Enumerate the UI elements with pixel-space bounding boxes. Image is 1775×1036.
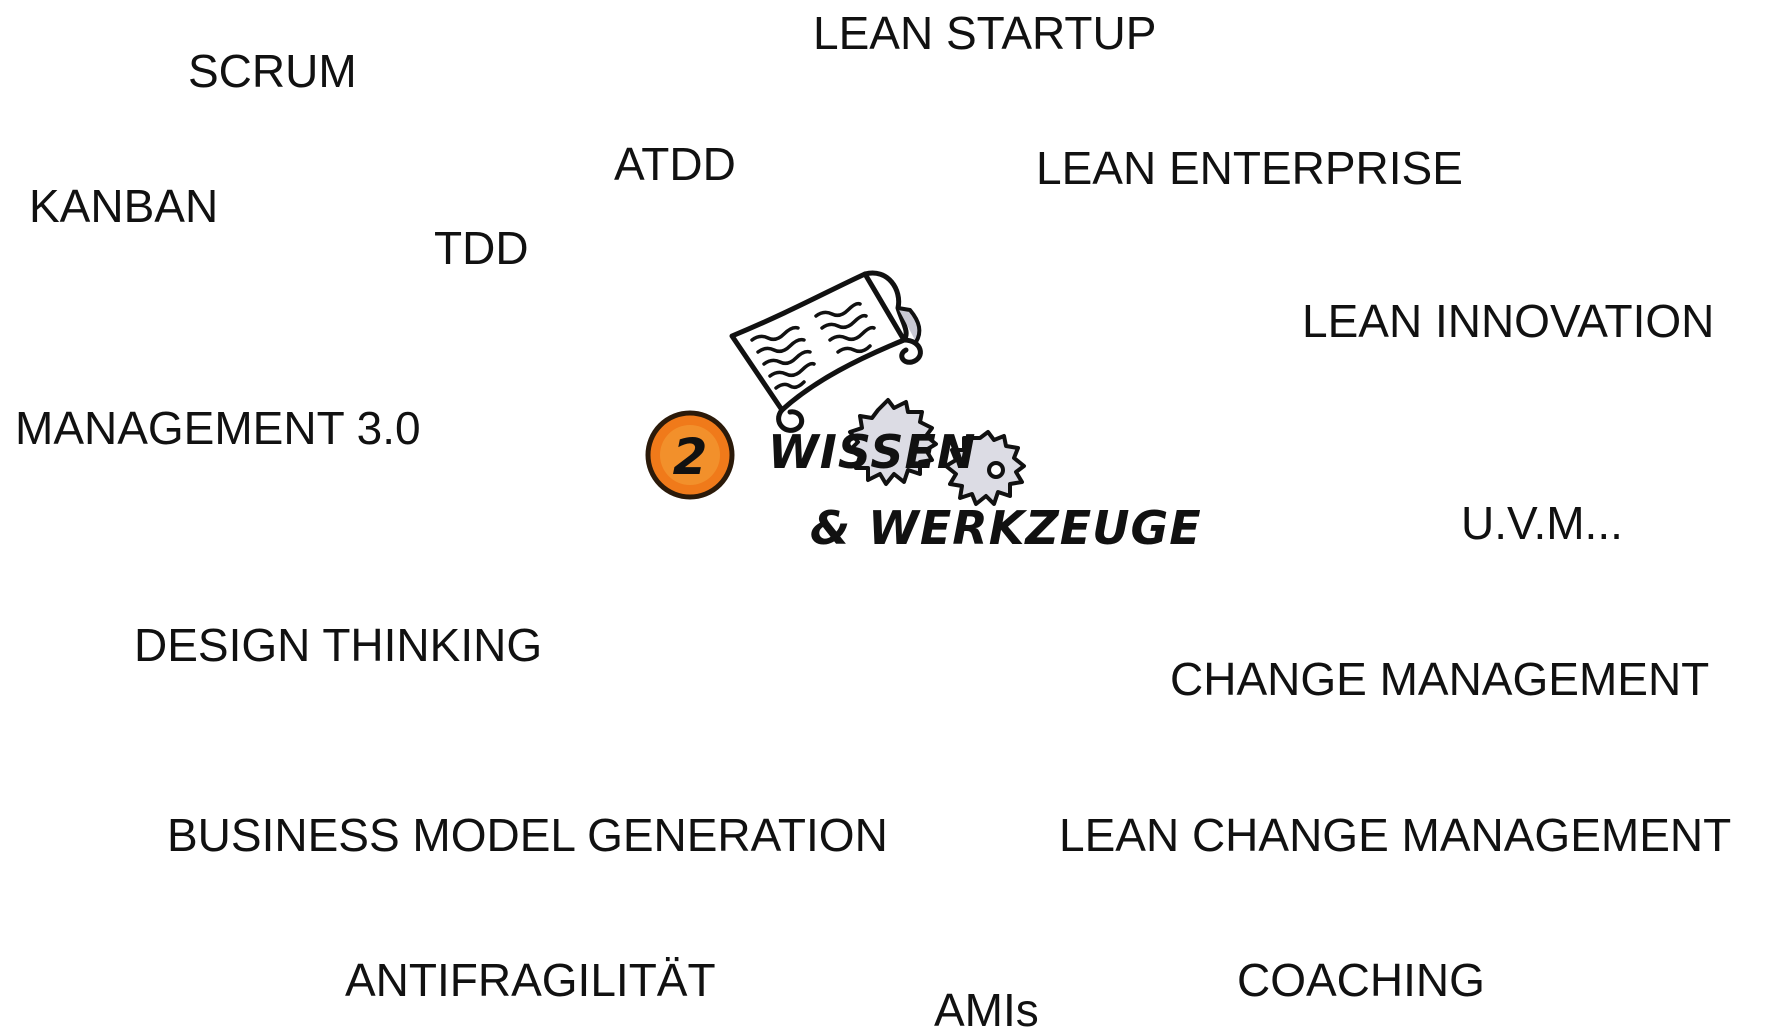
term-atdd: ATDD [614, 138, 736, 190]
term-coaching: COACHING [1237, 954, 1485, 1006]
term-change-management: CHANGE MANAGEMENT [1170, 653, 1710, 705]
term-lean-enterprise: LEAN ENTERPRISE [1036, 142, 1463, 194]
gears-icon [848, 398, 1026, 506]
term-lean-change-management: LEAN CHANGE MANAGEMENT [1059, 809, 1732, 861]
center-sketch: 2 WISSEN & WERKZEUGE [640, 260, 1200, 590]
badge-number: 2 [645, 410, 735, 500]
term-business-model-generation: BUSINESS MODEL GENERATION [167, 809, 888, 861]
center-title-line2: & WERKZEUGE [810, 501, 1200, 555]
term-amis: AMIs [934, 984, 1039, 1036]
term-kanban: KANBAN [29, 180, 219, 232]
term-lean-innovation: LEAN INNOVATION [1302, 295, 1715, 347]
badge-number-text: 2 [673, 428, 708, 486]
term-antifragilitat: ANTIFRAGILITÄT [345, 954, 716, 1006]
term-uvm: U.V.M... [1461, 497, 1623, 549]
term-scrum: SCRUM [188, 45, 357, 97]
term-tdd: TDD [434, 222, 529, 274]
term-lean-startup: LEAN STARTUP [813, 7, 1157, 59]
center-title-line1: WISSEN [768, 425, 976, 479]
scroll-icon [729, 270, 923, 433]
term-design-thinking: DESIGN THINKING [134, 619, 543, 671]
term-management-3-0: MANAGEMENT 3.0 [15, 402, 421, 454]
